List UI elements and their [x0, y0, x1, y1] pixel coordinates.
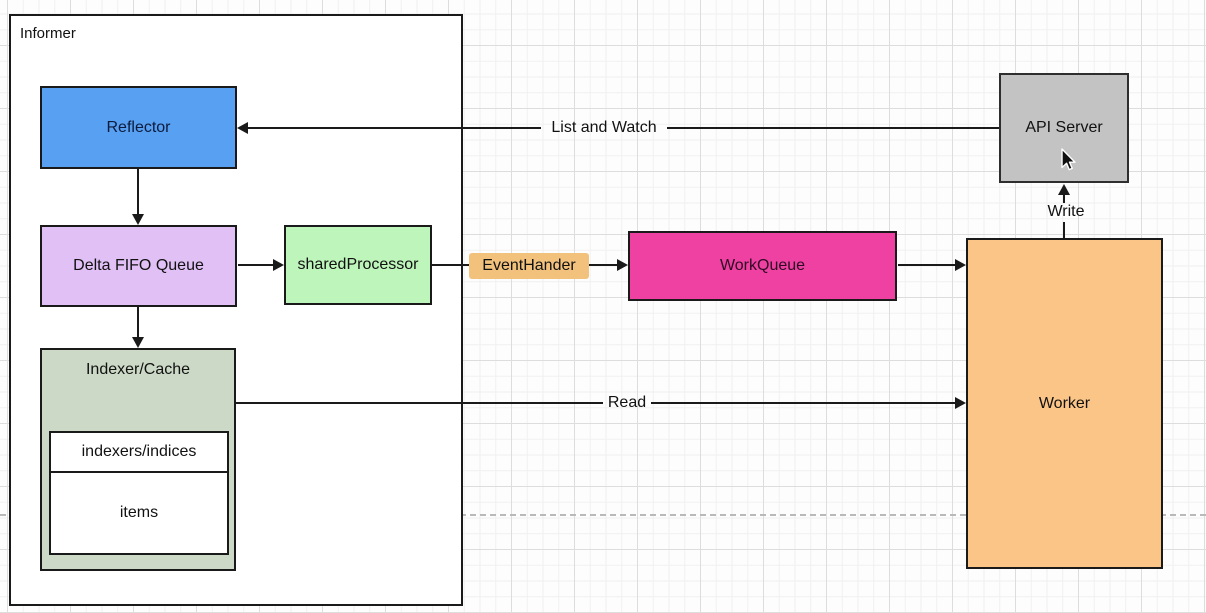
- mouse-cursor-icon: [1061, 148, 1076, 171]
- write-arrowhead: [1058, 184, 1070, 195]
- workqueue-to-worker-line: [898, 264, 956, 266]
- delta-to-indexer-arrowhead: [132, 337, 144, 348]
- worker-node: Worker: [966, 238, 1163, 569]
- work-queue-node: WorkQueue: [628, 231, 897, 301]
- read-line-right: [651, 402, 956, 404]
- items-label: items: [119, 504, 159, 521]
- delta-fifo-queue-label: Delta FIFO Queue: [73, 257, 204, 274]
- list-and-watch-label: List and Watch: [551, 119, 657, 136]
- write-line-bottom: [1063, 222, 1065, 238]
- write-label: Write: [1047, 203, 1085, 220]
- worker-label: Worker: [1038, 394, 1091, 412]
- informer-group-label: Informer: [20, 25, 76, 42]
- read-label: Read: [607, 394, 647, 411]
- event-hander-label: EventHander: [482, 257, 576, 274]
- indexer-cache-label: Indexer/Cache: [85, 361, 191, 378]
- event-hander-chip: EventHander: [469, 253, 589, 279]
- read-line-left: [236, 402, 603, 404]
- list-and-watch-line-left: [247, 127, 541, 129]
- work-queue-label: WorkQueue: [719, 257, 806, 274]
- dashed-separator-line: [0, 514, 1206, 516]
- delta-fifo-queue-node: Delta FIFO Queue: [40, 225, 237, 307]
- shared-processor-node: sharedProcessor: [284, 225, 432, 305]
- reflector-to-delta-arrowhead: [132, 214, 144, 225]
- delta-to-indexer-line: [137, 307, 139, 338]
- api-server-node: API Server: [999, 73, 1129, 183]
- list-and-watch-line-right: [667, 127, 999, 129]
- list-and-watch-arrowhead: [237, 122, 248, 134]
- reflector-node: Reflector: [40, 86, 237, 169]
- sharedprocessor-to-eventhander-line: [432, 264, 472, 266]
- api-server-label: API Server: [1025, 119, 1103, 136]
- eventhander-to-workqueue-arrowhead: [617, 259, 628, 271]
- reflector-label: Reflector: [106, 118, 171, 136]
- indexers-indices-label: indexers/indices: [81, 443, 197, 460]
- items-node: items: [49, 471, 229, 555]
- delta-to-sharedprocessor-arrowhead: [273, 259, 284, 271]
- shared-processor-label: sharedProcessor: [297, 256, 419, 273]
- eventhander-to-workqueue-line: [588, 264, 618, 266]
- delta-to-sharedprocessor-line: [238, 264, 274, 266]
- read-arrowhead: [955, 397, 966, 409]
- indexers-indices-node: indexers/indices: [49, 431, 229, 473]
- reflector-to-delta-line: [137, 169, 139, 215]
- workqueue-to-worker-arrowhead: [955, 259, 966, 271]
- write-line-top: [1063, 194, 1065, 203]
